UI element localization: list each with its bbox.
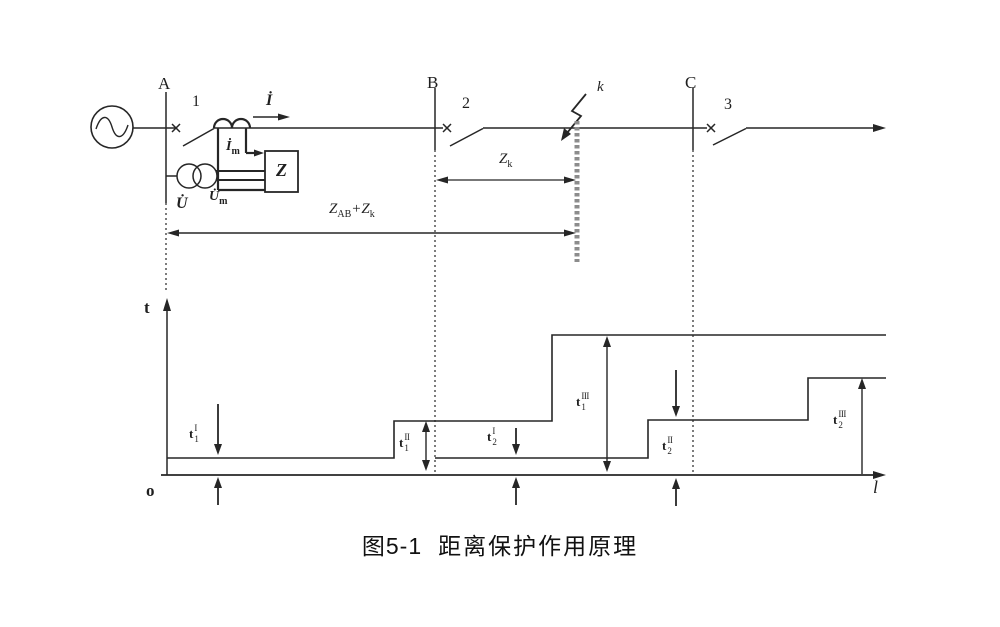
bus-label-c: C — [685, 73, 697, 92]
t-symbol: t — [833, 412, 838, 427]
line-current-arrow — [253, 113, 290, 121]
t-symbol: t — [576, 394, 581, 409]
caption-number: 图5-1 — [361, 533, 423, 559]
t-sup: III — [581, 391, 589, 401]
t-axis — [163, 298, 171, 475]
voltage-transformer-icon — [166, 163, 265, 189]
total-impedance-label: ZAB+Zk — [329, 202, 375, 220]
ct-secondary-label: İm — [226, 140, 240, 157]
zab-zk-dimension-arrow — [167, 229, 576, 237]
y-axis-label: t — [144, 298, 150, 317]
t-symbol: t — [662, 438, 667, 453]
t-sub: 1 — [581, 402, 586, 412]
fault-impedance-label: Zk — [499, 152, 512, 170]
t-sub: 2 — [838, 420, 843, 430]
zk2-symbol: Z — [361, 201, 370, 217]
breaker-label-2: 2 — [462, 95, 470, 112]
fault-label-k: k — [597, 79, 604, 95]
line-current-label: İ — [266, 92, 273, 109]
t2-II-pointer-arrows — [672, 370, 680, 506]
breaker-1-icon — [171, 123, 215, 147]
relay-label: Z — [276, 160, 287, 180]
t-sup: III — [838, 409, 846, 419]
pt-secondary-symbol: U̇ — [209, 189, 220, 204]
t1-I-pointer-arrows — [214, 404, 222, 505]
breaker-3-icon — [706, 123, 747, 146]
caption-title: 距离保护作用原理 — [438, 533, 639, 559]
t-symbol: t — [399, 435, 404, 450]
fault-bolt-icon — [561, 93, 587, 141]
t1-II-dimension-arrow — [422, 421, 430, 471]
t-sup: I — [194, 423, 197, 433]
t-sub: 1 — [404, 443, 409, 453]
main-line — [133, 124, 886, 132]
bus-voltage-label: U̇ — [176, 195, 188, 212]
t-sup: II — [404, 432, 410, 442]
breaker-label-1: 1 — [192, 93, 200, 110]
bus-label-a: A — [158, 74, 171, 93]
zk-dimension-arrow — [436, 176, 576, 184]
bus-label-b: B — [427, 73, 439, 92]
x-axis-label: l — [873, 477, 879, 497]
protection-1-step-curve — [167, 334, 886, 459]
protection-2-step-curve — [435, 377, 886, 459]
l-axis — [161, 471, 886, 479]
origin-label: o — [146, 481, 155, 500]
pt-secondary-sub: m — [219, 195, 228, 207]
relay-box — [264, 150, 299, 193]
generator-icon — [90, 105, 134, 149]
plus-sign: + — [351, 201, 362, 217]
pt-secondary-label: U̇m — [209, 190, 227, 207]
ct-secondary-sub: m — [231, 145, 240, 157]
t-sub: 2 — [492, 437, 497, 447]
ct-secondary-symbol: İ — [226, 139, 232, 154]
zab-symbol: Z — [329, 201, 338, 217]
zk-sub: k — [507, 159, 513, 170]
t-symbol: t — [487, 429, 492, 444]
t-symbol: t — [189, 426, 194, 441]
breaker-2-icon — [442, 123, 484, 147]
t1-III-dimension-arrow — [603, 336, 611, 472]
figure-caption: 图5-1 距离保护作用原理 — [0, 527, 1000, 561]
t-sub: 1 — [194, 434, 199, 444]
t2-I-pointer-arrows — [512, 428, 520, 505]
zk-symbol: Z — [499, 151, 508, 167]
breaker-label-3: 3 — [724, 96, 732, 113]
t-sub: 2 — [667, 446, 672, 456]
t-sup: II — [667, 435, 673, 445]
t-sup: I — [492, 426, 495, 436]
t2-III-dimension-arrow — [858, 378, 866, 474]
zab-sub: AB — [337, 209, 352, 220]
zk2-sub: k — [369, 209, 375, 220]
